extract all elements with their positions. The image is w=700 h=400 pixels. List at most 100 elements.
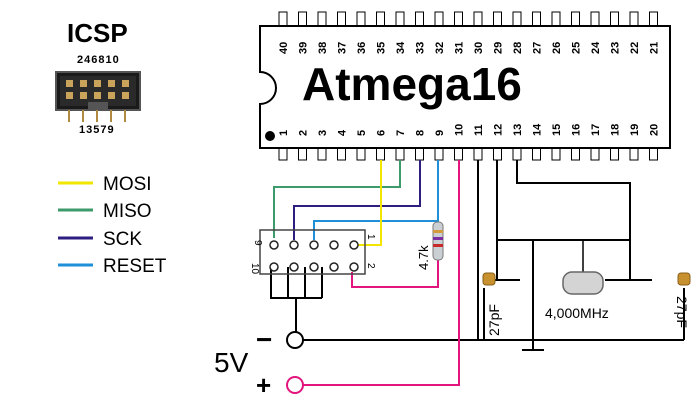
icsp-pin xyxy=(108,92,115,99)
wire-sck xyxy=(293,160,421,240)
chip-pin-24 xyxy=(590,11,600,27)
chip-pin-number: 34 xyxy=(395,41,407,54)
connector-pin xyxy=(349,240,359,250)
chip-pin-number: 20 xyxy=(649,124,661,136)
chip-pin-number: 13 xyxy=(512,124,524,136)
connector-pin xyxy=(289,262,299,272)
icsp-pin xyxy=(122,92,129,99)
chip-pin-27 xyxy=(532,11,541,27)
icsp-bottom-pin-numbers: 13579 xyxy=(79,124,115,136)
wire-legend: MOSI MISO SCK RESET xyxy=(58,174,167,277)
wire-pin13 xyxy=(516,160,631,240)
chip-pin-30 xyxy=(473,11,483,27)
chip-pin-number: 6 xyxy=(376,130,388,136)
chip-pin-3 xyxy=(317,147,327,161)
icsp-legs xyxy=(68,110,126,122)
resistor-4k7: 4.7k xyxy=(416,221,444,270)
chip-pin-number: 32 xyxy=(434,42,446,54)
chip-pin-13 xyxy=(512,147,522,161)
connector-pin xyxy=(329,240,339,250)
chip-pin-15 xyxy=(551,147,561,161)
chip-pin-number: 22 xyxy=(629,42,641,54)
chip-pin-number: 5 xyxy=(356,130,368,136)
chip-pin-number: 40 xyxy=(278,42,290,54)
chip-pin-37 xyxy=(337,11,346,27)
connector-pins xyxy=(269,240,359,272)
chip-pin-33 xyxy=(415,11,424,27)
chip-pin-number: 18 xyxy=(610,124,622,136)
crystal-label: 4,000MHz xyxy=(545,305,609,321)
chip-pin-number: 28 xyxy=(512,42,524,54)
chip-pin-number: 25 xyxy=(571,42,583,54)
crystal-oscillator: 4,000MHz xyxy=(545,240,609,321)
resistor-body xyxy=(432,221,444,261)
wire-header-gnd-left xyxy=(270,267,300,299)
chip-pin-number: 24 xyxy=(590,41,602,54)
icsp-pin-grid xyxy=(66,80,129,99)
chip-pin-number: 16 xyxy=(571,124,583,136)
chip-pin-18 xyxy=(610,147,619,161)
chip-body xyxy=(259,25,671,149)
chip-pin-number: 7 xyxy=(395,130,407,136)
chip-pin-40 xyxy=(278,11,288,27)
chip-pin-35 xyxy=(376,11,385,27)
chip-pin-38 xyxy=(317,11,327,27)
chip-pin-number: 12 xyxy=(493,124,505,136)
legend-label-sck: SCK xyxy=(103,229,142,250)
chip-pin-16 xyxy=(571,147,580,161)
icsp-pin xyxy=(122,80,129,87)
chip-pin-number: 30 xyxy=(473,42,485,54)
resistor-band-3 xyxy=(433,244,443,247)
black-wires xyxy=(270,160,685,351)
chip-pin-number: 9 xyxy=(434,130,446,136)
chip-pin-34 xyxy=(395,11,405,27)
chip-pin-number: 4 xyxy=(337,129,349,136)
chip-pin-number: 2 xyxy=(298,130,310,136)
chip-pin-39 xyxy=(298,11,307,27)
connector-pin xyxy=(329,262,339,272)
chip-pin-number: 36 xyxy=(356,42,368,54)
chip-pin-12 xyxy=(493,147,502,161)
chip-pin-number: 1 xyxy=(278,130,290,136)
chip-pin-7 xyxy=(395,147,405,161)
icsp-pin xyxy=(94,92,101,99)
legend-label-miso: MISO xyxy=(103,201,152,222)
chip-pin-number: 14 xyxy=(532,123,544,136)
chip-pin-number: 11 xyxy=(473,124,485,136)
chip-pin-20 xyxy=(649,147,658,161)
connector-label-1: 1 xyxy=(365,234,376,240)
connector-pin xyxy=(349,262,359,272)
chip-pin-number: 35 xyxy=(376,42,388,54)
wire-vcc-main xyxy=(303,160,460,386)
chip-pin-1 xyxy=(278,147,288,161)
chip-pin-number: 37 xyxy=(337,42,349,54)
signal-wires xyxy=(273,160,460,386)
legend-label-reset: RESET xyxy=(103,256,167,277)
icsp-pin xyxy=(108,80,115,87)
connector-label-2: 2 xyxy=(365,263,376,269)
chip-pin-32 xyxy=(434,11,444,27)
connector-label-10: 10 xyxy=(249,263,260,275)
icsp-header: ICSP 246810 13579 xyxy=(55,18,141,136)
chip-pin-number: 10 xyxy=(454,124,466,136)
chip-pin-31 xyxy=(454,11,463,27)
capacitor-right-label: 27pF xyxy=(674,296,690,328)
minus-symbol: − xyxy=(256,324,272,355)
icsp-pin xyxy=(80,92,87,99)
chip-pin-number: 27 xyxy=(532,42,544,54)
legend-label-mosi: MOSI xyxy=(103,174,152,195)
icsp-top-pin-numbers: 246810 xyxy=(77,54,120,66)
chip-pin-number: 3 xyxy=(317,130,329,136)
connector-body xyxy=(259,229,366,275)
chip-pin-28 xyxy=(512,11,522,27)
plus-symbol: + xyxy=(256,370,271,400)
chip-pin-11 xyxy=(473,147,483,161)
chip-pin-29 xyxy=(493,11,502,27)
chip-pin-36 xyxy=(356,11,366,27)
icsp-title: ICSP xyxy=(67,18,128,48)
wire-vcc-header xyxy=(351,258,439,288)
connector-pin xyxy=(289,240,299,250)
chip-pin-number: 15 xyxy=(551,124,563,136)
